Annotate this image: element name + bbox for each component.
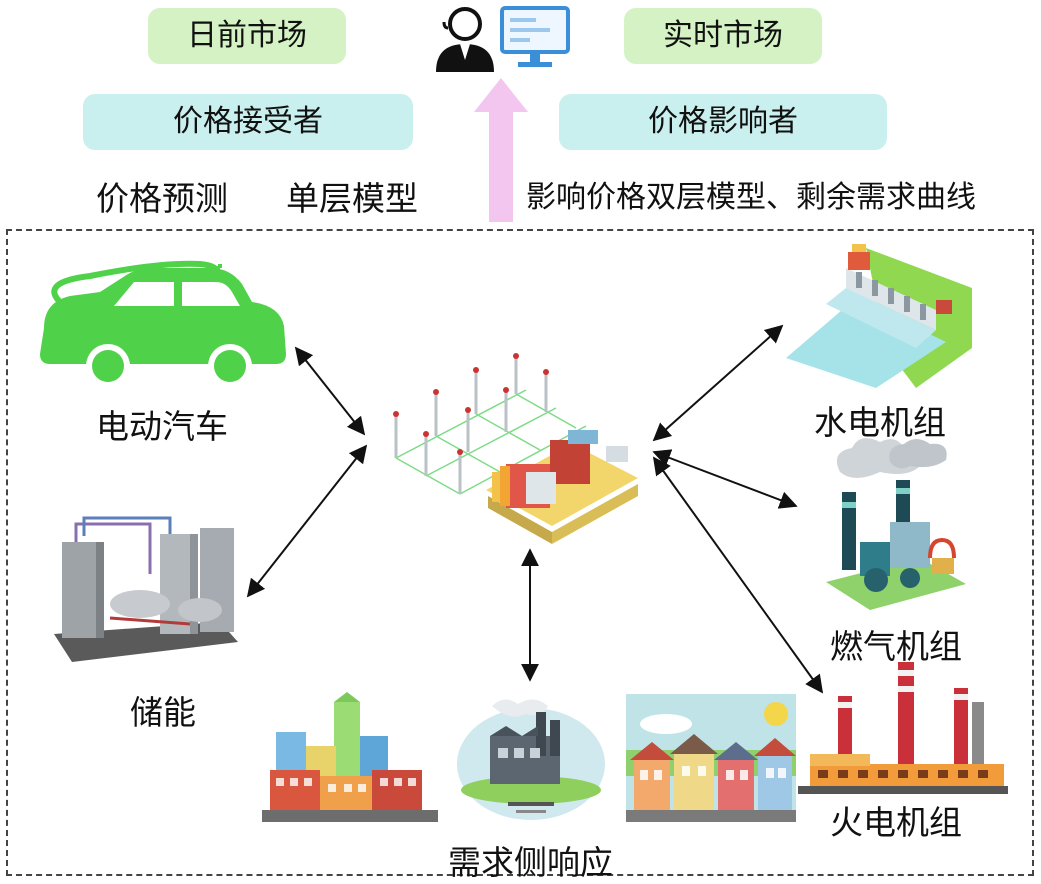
- virtual-power-plant-icon: [393, 353, 638, 544]
- price-taker-pill: 价格接受者: [83, 94, 413, 150]
- demand-response-label: 需求侧响应: [448, 843, 613, 882]
- price-maker-label: 价格影响者: [648, 104, 798, 139]
- hydro-label: 水电机组: [814, 403, 946, 442]
- day-ahead-market-label: 日前市场: [187, 18, 307, 53]
- price-forecast-label: 价格预测: [96, 179, 228, 218]
- thermal-plant-icon: [798, 662, 1008, 794]
- vpp-boundary: [6, 229, 1034, 876]
- gas-label: 燃气机组: [830, 627, 962, 666]
- gas-plant-icon: [826, 438, 966, 610]
- ev-car-icon: [40, 260, 286, 388]
- price-maker-pill: 价格影响者: [559, 94, 887, 150]
- factory-icon: [457, 699, 605, 820]
- price-taker-label: 价格接受者: [173, 104, 323, 139]
- operator-icon: [436, 7, 494, 72]
- ev-label: 电动汽车: [96, 407, 228, 446]
- arrow-storage: [246, 444, 368, 598]
- energy-storage-icon: [54, 516, 238, 662]
- arrow-ev: [294, 346, 366, 436]
- arrow-gas: [652, 449, 798, 509]
- monitor-icon: [500, 6, 570, 67]
- single-layer-model-label: 单层模型: [286, 179, 418, 218]
- arrow-hydro: [652, 324, 784, 442]
- thermal-label: 火电机组: [830, 803, 962, 842]
- day-ahead-market-pill: 日前市场: [148, 8, 346, 64]
- hydro-dam-icon: [786, 244, 972, 388]
- bilevel-model-label: 影响价格双层模型、剩余需求曲线: [526, 180, 976, 215]
- real-time-market-label: 实时市场: [663, 18, 783, 53]
- up-arrow: [474, 78, 528, 222]
- storage-label: 储能: [130, 693, 196, 732]
- city-buildings-icon: [262, 692, 438, 822]
- real-time-market-pill: 实时市场: [624, 8, 822, 64]
- arrow-thermal: [652, 456, 824, 694]
- town-houses-icon: [626, 694, 796, 822]
